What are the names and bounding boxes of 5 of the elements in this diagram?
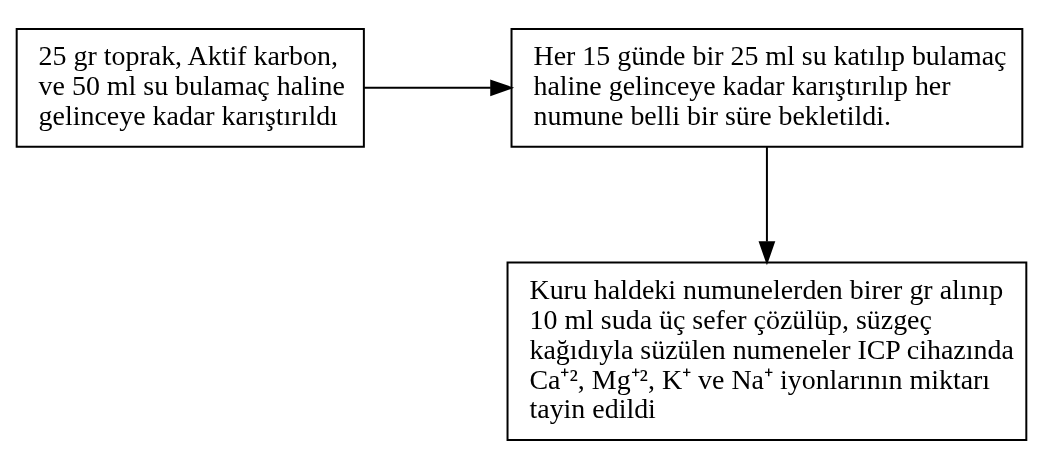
arrow <box>758 145 776 265</box>
node-box: Kuru haldeki numunelerden birer gr alınıp 10 ml suda üç sefer çözülüp, süzgeç kağıdıyla süzülen numeneler ICP cihazında Ca⁺², Mg⁺², K⁺ ve Na⁺ iyonlarının miktarı tayin edildi <box>506 260 1028 441</box>
node-box: Her 15 günde bir 25 ml su katılıp bulamaç haline gelinceye kadar karıştırılıp her numune belli bir süre bekletildi. <box>510 27 1024 148</box>
arrow <box>363 78 515 96</box>
node-box: 25 gr toprak, Aktif karbon, ve 50 ml su bulamaç haline gelinceye kadar karıştırıldı <box>15 27 365 148</box>
